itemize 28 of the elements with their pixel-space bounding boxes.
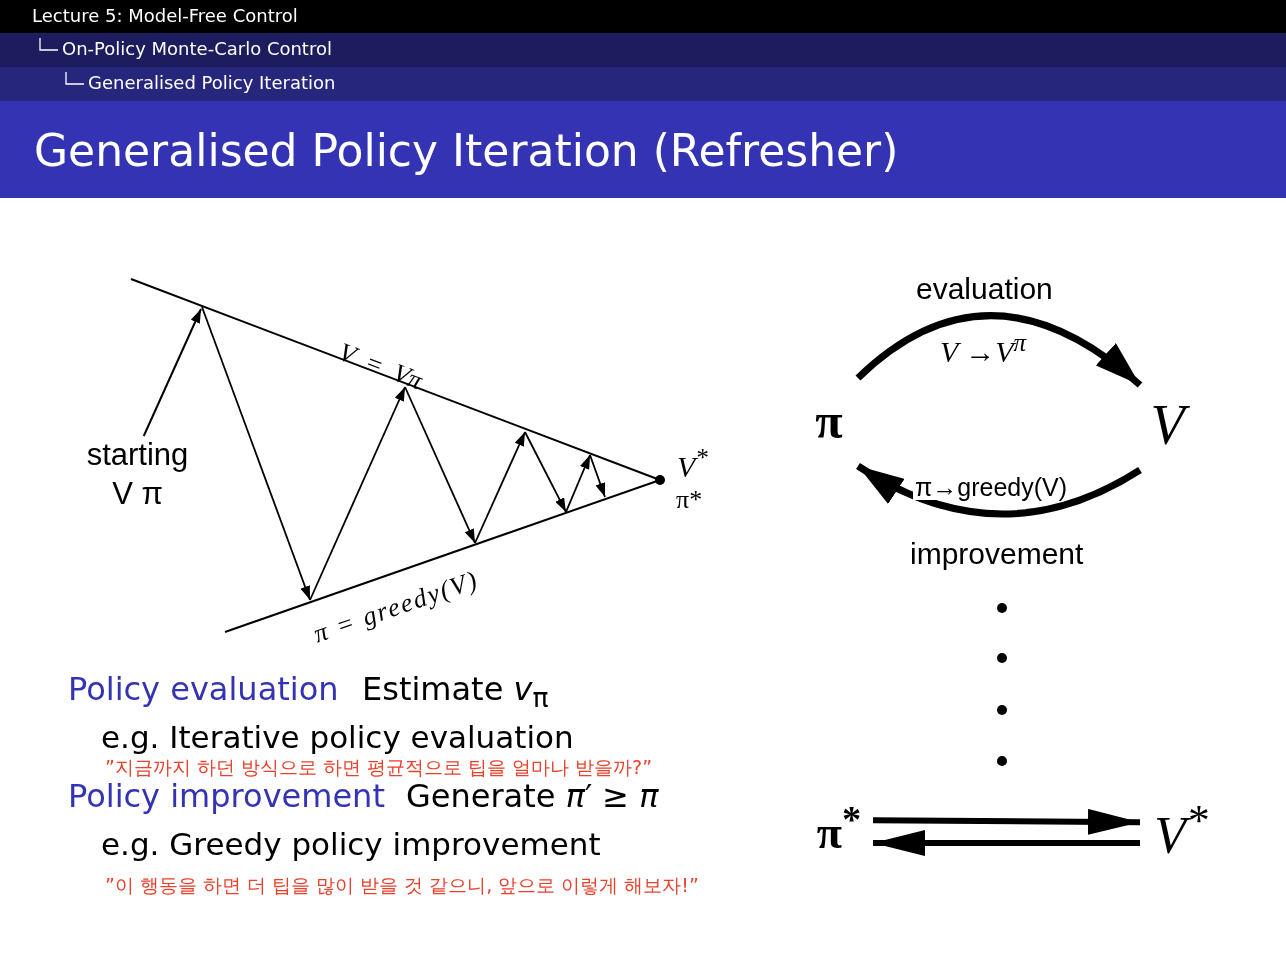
term-text: Policy improvement (68, 779, 385, 815)
slide-title: Generalised Policy Iteration (Refresher) (34, 127, 899, 176)
arrow (873, 830, 1140, 856)
optimum-label: V$^{*}$ (677, 444, 708, 483)
breadcrumb-text: Generalised Policy Iteration (88, 73, 336, 93)
definition-text: Generate π′ ≥ π (406, 779, 659, 815)
term-text: Policy evaluation (68, 672, 339, 708)
cycle-label: evaluation (916, 272, 1053, 305)
arrow (856, 463, 1142, 518)
example-text: e.g. Greedy policy improvement (101, 827, 601, 862)
breadcrumb-text: On-Policy Monte-Carlo Control (62, 39, 332, 59)
optimal-value-symbol: V$^{*}$ (1140, 795, 1222, 860)
line-label: V = Vπ (334, 338, 427, 396)
cycle-label: improvement (910, 537, 1084, 570)
optimal-policy-symbol: π$^{*}$ (805, 795, 873, 855)
start-label: starting V π (75, 436, 200, 514)
arrow (872, 808, 1141, 835)
annotation-text: ”지금까지 하던 방식으로 하면 평균적으로 팁을 얼마나 받을까?” (105, 757, 653, 778)
edge-label: π→greedy(V) (913, 474, 1069, 501)
policy-symbol: π (800, 378, 858, 466)
definition-text: Estimate v$_{π}$ (362, 672, 549, 713)
annotation-text: ”이 행동을 하면 더 팁을 많이 받을 것 같으니, 앞으로 이렇게 해보자!” (105, 875, 699, 896)
value-symbol: V (1140, 385, 1195, 470)
arrow (142, 308, 202, 437)
breadcrumb-text: Lecture 5: Model-Free Control (32, 6, 298, 26)
optimum-label: π* (676, 486, 703, 515)
example-text: e.g. Iterative policy evaluation (101, 720, 574, 755)
arrow (855, 312, 1143, 388)
